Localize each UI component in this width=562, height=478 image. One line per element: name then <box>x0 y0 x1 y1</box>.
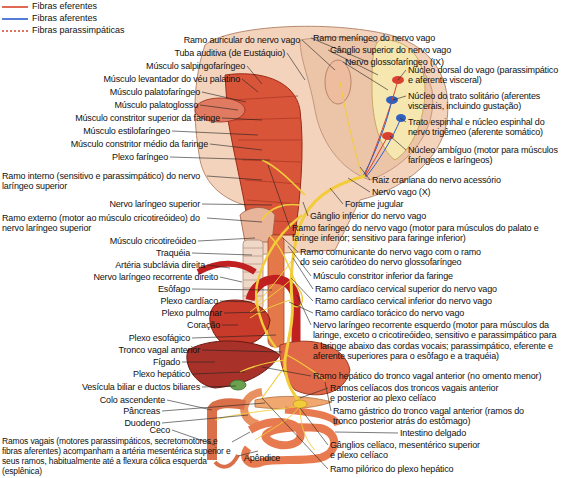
callout-label: Ramos vagais (motores parassimpáticos, s… <box>2 436 234 476</box>
legend-item: Fibras eferentes <box>2 1 97 12</box>
callout-label: Plexo cardíaco <box>161 296 218 307</box>
callout-label: Ramos celíacos dos troncos vagais anteri… <box>330 383 502 404</box>
callout-label: Gânglio inferior do nervo vago <box>310 211 426 222</box>
callout-label: Plexo faríngeo <box>112 152 168 163</box>
callout-label: Vesícula biliar e ductos biliares <box>82 382 200 393</box>
callout-label: Músculo levantador do véu palatino <box>104 74 241 85</box>
hepatic-branch <box>240 360 286 398</box>
nerve-fibre <box>363 100 392 176</box>
callout-label: Tronco vagal anterior <box>118 345 200 356</box>
callout-label: Artéria subclávia direita <box>115 260 205 271</box>
duodenum <box>244 392 262 424</box>
legend-text: Fibras parassimpáticas <box>32 25 125 35</box>
callout-label: Nervo laríngeo recorrente esquerdo (moto… <box>313 320 560 362</box>
callout-label: Trato espinhal e núcleo espinhal do nerv… <box>408 117 562 138</box>
nerve-fibre <box>364 136 388 178</box>
subclavian-artery <box>198 264 255 272</box>
callout-label: Músculo palatofaríngeo <box>110 87 200 98</box>
callout-label: Ramo cardíaco cervical superior do nervo… <box>315 284 497 295</box>
callout-label: Ramo auricular do nervo vago <box>184 35 300 46</box>
callout-label: Núcleo ambíguo (motor para músculos farí… <box>408 145 562 166</box>
callout-label: Ramo interno (sensitivo e parassimpático… <box>2 171 207 192</box>
legend-line-sample <box>2 3 28 11</box>
callout-label: Gânglio superior do nervo vago <box>330 45 451 56</box>
callout-label: Plexo pulmonar <box>162 308 222 319</box>
callout-label: Núcleo do trato solitário (aferentes vis… <box>408 91 562 112</box>
callout-label: Ramo cardíaco cervical inferior do nervo… <box>315 296 492 307</box>
legend-item: Fibras parassimpáticas <box>2 25 125 36</box>
callout-label: Forame jugular <box>345 199 403 210</box>
callout-label: Músculo salpingofaríngeo <box>146 61 245 72</box>
appendix <box>215 455 238 467</box>
callout-label: Plexo esofágico <box>129 333 190 344</box>
callout-label: Colo ascendente <box>100 395 165 406</box>
callout-label: Nervo laríngeo recorrente direito <box>93 272 218 283</box>
callout-label: Músculo cricotireóideo <box>110 236 196 247</box>
legend-line-sample <box>2 15 28 23</box>
callout-label: Ramo faríngeo do nervo vago (motor para … <box>292 223 554 244</box>
callout-label: Ramo externo (motor ao músculo cricotire… <box>2 213 208 234</box>
head-silhouette <box>195 26 448 255</box>
legend-line <box>2 18 28 20</box>
laryngeal-nerve <box>262 205 300 220</box>
legend-item: Fibras aferentes <box>2 13 97 24</box>
pharyngeal-branch <box>262 160 305 195</box>
callout-label: Nervo laríngeo superior <box>109 199 200 210</box>
callout-label: Ramo hepático do tronco vagal anterior (… <box>313 371 541 382</box>
cardiac-branches <box>250 255 296 318</box>
callout-label: Esôfago <box>158 284 190 295</box>
callout-label: Nervo vago (X) <box>372 187 430 198</box>
callout-label: Pâncreas <box>123 406 160 417</box>
callout-label: Ramo pilórico do plexo hepático <box>330 464 453 475</box>
gallbladder <box>230 380 246 390</box>
callout-label: Músculo constritor inferior da faringe <box>313 271 453 282</box>
legend-text: Fibras aferentes <box>32 13 97 23</box>
callout-label: Músculo palatoglosso <box>114 100 198 111</box>
callout-label: Coração <box>187 320 220 331</box>
callout-label: Traquéia <box>156 248 190 259</box>
callout-label: Núcleo dorsal do vago (parassimpático e … <box>408 65 562 86</box>
callout-label: Ramo meníngeo do nervo vago <box>313 33 435 44</box>
mesenteric-branches <box>215 406 315 450</box>
nerve-fibre <box>366 118 401 177</box>
callout-label: Músculo constritor médio da faringe <box>71 139 208 150</box>
callout-label: Apêndice <box>244 453 280 464</box>
callout-label: Gânglios celíaco, mesentérico superior e… <box>330 440 480 461</box>
auricular-branch <box>340 82 362 176</box>
nerve-fibre <box>365 80 398 175</box>
callout-label: Ceco <box>150 425 170 436</box>
callout-label: Ramo gástrico do tronco vagal anterior (… <box>333 406 538 427</box>
legend-line-sample <box>2 27 28 35</box>
callout-label: Músculo estilofaríngeo <box>83 126 170 137</box>
callout-label: Fígado <box>153 357 180 368</box>
callout-label: Ramo cardíaco torácico do nervo vago <box>315 308 464 319</box>
callout-label: Intestino delgado <box>400 428 466 439</box>
legend-line <box>2 30 28 32</box>
legend-line <box>2 6 28 8</box>
callout-label: Tuba auditiva (de Eustáquio) <box>174 48 285 59</box>
callout-label: Raiz craniana do nervo acessório <box>372 175 501 186</box>
callout-label: Ramo comunicante do nervo vago com o ram… <box>300 247 485 268</box>
callout-label: Músculo constritor superior da faringe <box>75 113 220 124</box>
callout-label: Plexo hepático <box>133 369 190 380</box>
legend-text: Fibras eferentes <box>32 1 97 11</box>
